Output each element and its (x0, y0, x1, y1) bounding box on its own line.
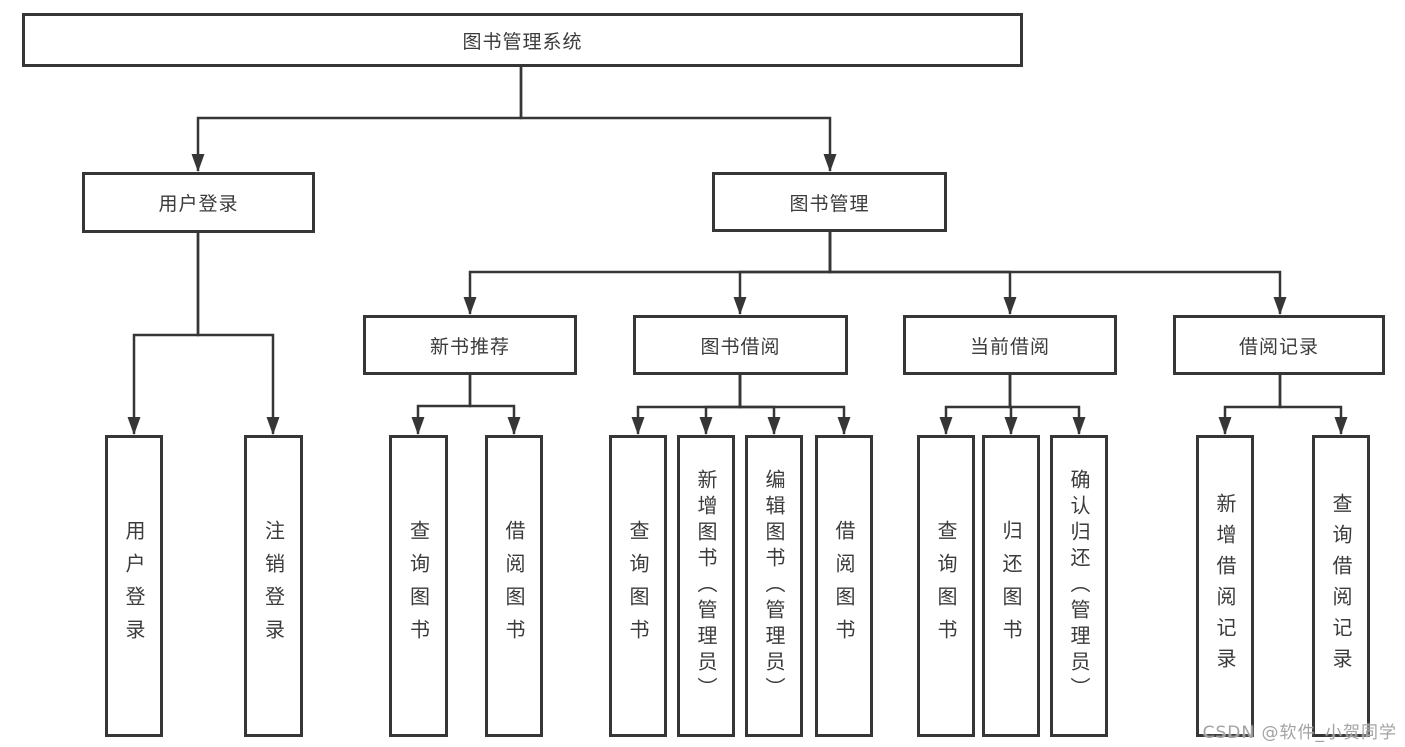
leaf-recommend-borrow-books: 借阅图书 (485, 435, 543, 737)
node-new-book-recommend: 新书推荐 (363, 315, 577, 375)
leaf-user-login: 用户登录 (105, 435, 163, 737)
leaf-records-query-record: 查询借阅记录 (1312, 435, 1370, 737)
leaf-borrowing-edit-books-admin: 编辑图书（管理员） (745, 435, 803, 737)
leaf-borrowing-borrow-books: 借阅图书 (815, 435, 873, 737)
leaf-borrowing-add-books-admin: 新增图书（管理员） (677, 435, 735, 737)
node-borrowing-records: 借阅记录 (1173, 315, 1385, 375)
node-root-system: 图书管理系统 (22, 13, 1023, 67)
leaf-current-confirm-return-admin: 确认归还（管理员） (1050, 435, 1108, 737)
node-book-borrowing: 图书借阅 (633, 315, 848, 375)
leaf-logout: 注销登录 (244, 435, 303, 737)
csdn-watermark: CSDN @软件_小贺同学 (1202, 723, 1397, 743)
node-book-management: 图书管理 (712, 172, 947, 232)
leaf-records-add-record: 新增借阅记录 (1196, 435, 1254, 737)
leaf-current-query-books: 查询图书 (917, 435, 975, 737)
leaf-borrowing-query-books: 查询图书 (609, 435, 667, 737)
leaf-current-return-books: 归还图书 (982, 435, 1040, 737)
node-user-login-group: 用户登录 (82, 172, 315, 233)
leaf-recommend-query-books: 查询图书 (389, 435, 448, 737)
node-current-borrowing: 当前借阅 (903, 315, 1117, 375)
